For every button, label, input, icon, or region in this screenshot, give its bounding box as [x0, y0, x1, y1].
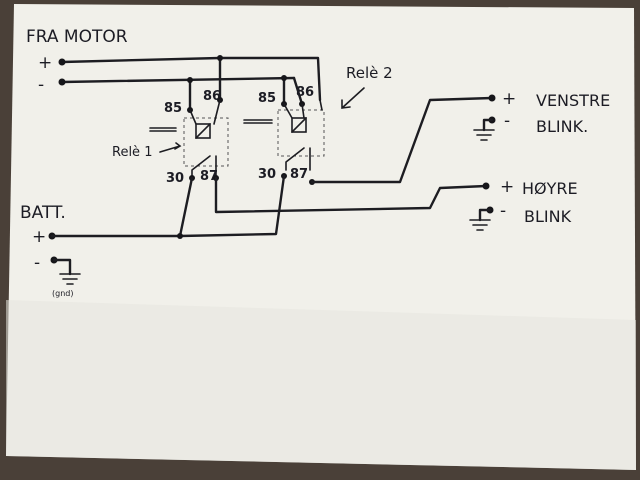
relay1-pointer [159, 142, 182, 153]
relay1-pin86-label: 86 [203, 89, 221, 104]
relay2-pin30-label: 30 [258, 167, 276, 182]
relay2-switch [285, 147, 311, 171]
relay2-86-feed [292, 76, 304, 106]
ground-note: (gnd) [52, 289, 73, 298]
relay1-coil [195, 123, 211, 139]
battery-junction [177, 233, 183, 239]
motor-plus-terminal [58, 58, 66, 66]
battery-plus-wire [50, 174, 286, 238]
relay1-87-to-right [214, 176, 488, 214]
battery-label: BATT. [20, 203, 66, 223]
right-sub: BLINK [524, 207, 572, 226]
junction-plus [217, 55, 223, 61]
right-plus-terminal [482, 182, 490, 190]
relay1-housing [183, 117, 229, 167]
motor-minus-label: - [38, 75, 44, 95]
battery-to-relay1-30 [178, 176, 194, 238]
relay2-87-to-left [310, 96, 494, 184]
right-plus-label: + [500, 177, 514, 197]
relay1-coil-lead-a [189, 109, 197, 125]
motor-minus-wire [60, 76, 296, 84]
relay2-housing [277, 109, 325, 157]
left-plus-label: + [502, 89, 516, 109]
right-minus-label: - [500, 201, 506, 221]
junction-minus [187, 77, 193, 83]
relay2-pin86-label: 86 [296, 85, 314, 100]
from-motor-label: FRA MOTOR [26, 27, 128, 47]
relay2-pointer [341, 87, 365, 109]
relay1-coil-diag [195, 123, 211, 139]
left-title: VENSTRE [536, 91, 610, 110]
right-ground-wire [478, 208, 492, 222]
relay2-coil-diag [291, 117, 307, 133]
relay2-coil-lead-a [283, 103, 293, 119]
left-sub: BLINK. [536, 117, 588, 136]
battery-ground-wire [52, 258, 72, 276]
relay2-pin85-label: 85 [258, 91, 276, 106]
relay1-pin85-label: 85 [164, 101, 182, 116]
relay2-pin87-label: 87 [290, 167, 308, 182]
motor-plus-wire [60, 56, 322, 102]
junction-minus-2 [281, 75, 287, 81]
motor-plus-label: + [38, 53, 52, 73]
battery-plus-label: + [32, 227, 46, 247]
left-ground-wire [482, 118, 494, 132]
relay1-pin30-label: 30 [166, 171, 184, 186]
left-minus-label: - [504, 111, 510, 131]
relay2-coil [291, 117, 307, 133]
right-ground-symbol [469, 219, 491, 231]
relay1-label: Relè 1 [112, 145, 152, 160]
right-title: HØYRE [522, 179, 578, 198]
relay2-label: Relè 2 [346, 64, 393, 82]
left-ground-symbol [473, 129, 495, 141]
relay1-coil-lead-b [213, 99, 221, 125]
paper-shade [6, 300, 636, 470]
battery-minus-label: - [34, 253, 40, 273]
motor-minus-terminal [58, 78, 66, 86]
relay1-pin87-label: 87 [200, 169, 218, 184]
relay2-pin86-to-housing [319, 99, 323, 111]
left-plus-terminal [488, 94, 496, 102]
battery-ground-symbol [59, 273, 81, 285]
relay2-coil-lead-b [301, 103, 305, 119]
